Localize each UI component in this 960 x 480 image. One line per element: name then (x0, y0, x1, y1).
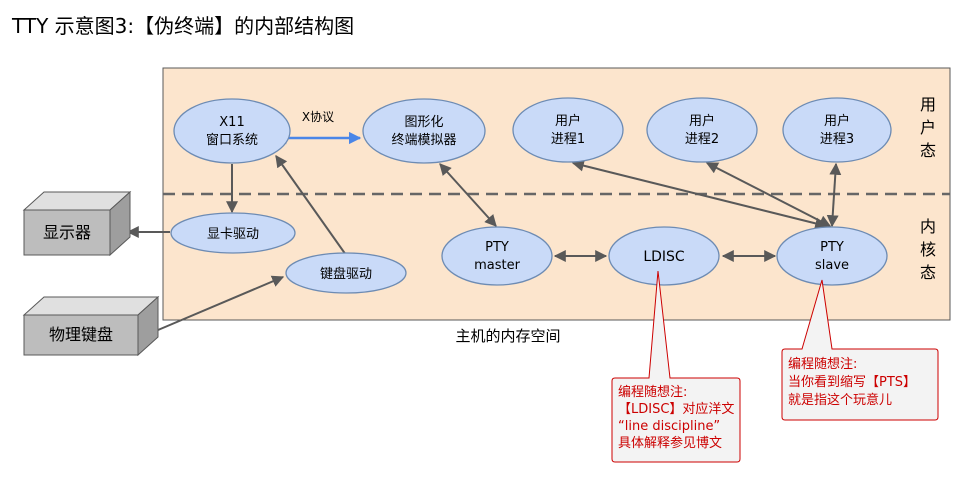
svg-text:态: 态 (920, 263, 936, 282)
svg-text:当你看到缩写【PTS】: 当你看到缩写【PTS】 (788, 374, 916, 390)
svg-text:就是指这个玩意儿: 就是指这个玩意儿 (788, 392, 892, 408)
svg-text:核: 核 (920, 240, 936, 259)
user-space-label: 用 户 态 (920, 95, 936, 160)
svg-text:具体解释参见博文: 具体解释参见博文 (618, 435, 722, 451)
arrow-keyboard-driver-to-x11 (275, 155, 347, 256)
svg-text:PTY: PTY (820, 240, 844, 255)
kernel-space-label: 内 核 态 (920, 217, 936, 282)
svg-text:键盘驱动: 键盘驱动 (320, 266, 372, 282)
arrow-emulator-pty-master (439, 163, 497, 227)
arrow-proc3-slave (826, 162, 842, 228)
svg-text:进程3: 进程3 (820, 132, 854, 147)
node-terminal-emulator: 图形化 终端模拟器 (362, 98, 486, 164)
svg-text:slave: slave (815, 258, 849, 273)
svg-text:“line discipline”: “line discipline” (618, 419, 720, 434)
ldisc-note: 编程随想注: 【LDISC】对应洋文 “line discipline” 具体解… (611, 270, 741, 463)
svg-text:显示器: 显示器 (43, 223, 91, 242)
node-keyboard-driver: 键盘驱动 (285, 252, 407, 294)
svg-text:用: 用 (920, 95, 936, 114)
svg-text:LDISC: LDISC (643, 249, 685, 265)
svg-text:用户: 用户 (555, 113, 581, 129)
svg-text:终端模拟器: 终端模拟器 (391, 132, 456, 148)
memory-space-label: 主机的内存空间 (455, 327, 560, 345)
svg-text:进程2: 进程2 (685, 132, 719, 147)
node-user-process-1: 用户 进程1 (512, 97, 624, 163)
svg-text:编程随想注:: 编程随想注: (618, 384, 687, 400)
node-ldisc: LDISC (608, 226, 720, 286)
page-title: TTY 示意图3:【伪终端】的内部结构图 (11, 14, 354, 38)
svg-text:户: 户 (920, 118, 936, 137)
svg-text:图形化: 图形化 (404, 115, 443, 130)
arrows (126, 131, 842, 331)
arrow-keyboard-to-keyboard-driver (157, 275, 285, 331)
svg-text:用户: 用户 (689, 113, 715, 129)
arrow-proc2-slave (705, 162, 832, 227)
svg-text:显卡驱动: 显卡驱动 (207, 227, 259, 242)
svg-text:用户: 用户 (824, 113, 850, 129)
pts-note: 编程随想注: 当你看到缩写【PTS】 就是指这个玩意儿 (781, 279, 939, 421)
device-monitor: 显示器 (22, 190, 132, 257)
svg-text:进程1: 进程1 (551, 132, 585, 147)
node-x11: X11 窗口系统 (173, 98, 291, 164)
device-physical-keyboard: 物理键盘 (22, 295, 160, 357)
svg-text:PTY: PTY (485, 240, 509, 255)
svg-text:物理键盘: 物理键盘 (49, 325, 113, 344)
svg-text:X11: X11 (219, 115, 244, 130)
svg-text:master: master (474, 258, 520, 273)
node-pty-master: PTY master (441, 226, 553, 286)
node-user-process-2: 用户 进程2 (646, 97, 758, 163)
x-protocol-label: X协议 (302, 109, 334, 124)
svg-text:编程随想注:: 编程随想注: (788, 356, 857, 372)
node-display-driver: 显卡驱动 (170, 212, 296, 254)
svg-text:窗口系统: 窗口系统 (206, 132, 258, 148)
svg-text:态: 态 (920, 141, 936, 160)
node-pty-slave: PTY slave (776, 226, 888, 286)
node-user-process-3: 用户 进程3 (782, 97, 892, 163)
svg-text:【LDISC】对应洋文: 【LDISC】对应洋文 (618, 401, 734, 417)
svg-text:内: 内 (920, 217, 936, 236)
